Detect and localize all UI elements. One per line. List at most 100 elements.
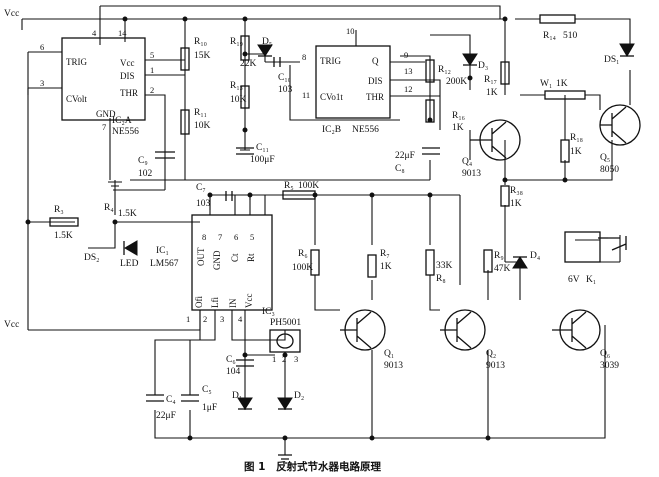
ground-symbols [278, 454, 292, 464]
parts-r19-label: R₁₉ [230, 37, 243, 47]
figure-caption: 图 1 反射式节水器电路原理 [244, 460, 381, 473]
u1-trig-label: TRIG [66, 57, 87, 67]
parts-r5-label: R₅ [284, 181, 294, 191]
u3-p3-label: 3 [220, 314, 224, 324]
ic3-part-label: PH5001 [270, 318, 301, 328]
u2-thr-label: THR [366, 92, 384, 102]
parts-r14v-label: 510 [563, 31, 578, 41]
parts-r12v-label: 200K [446, 77, 467, 87]
vcc-label-top: Vcc [4, 9, 19, 19]
u1-p1-label: 1 [150, 65, 154, 75]
u2-p8-label: 8 [302, 52, 306, 62]
u1-p4-label: 4 [92, 28, 97, 38]
parts-c7-label: C₇ [196, 183, 206, 193]
parts-r16-label: R₁₆ [452, 111, 465, 121]
parts-w1v-label: 1K [556, 79, 568, 89]
ic1-lm567: OUT GND Ct Rt Ofi Lfi IN Vcc 8 7 6 5 1 2… [150, 214, 273, 324]
parts-r3-label: R₃ [54, 205, 64, 215]
u3-ofi-label: Ofi [194, 296, 204, 308]
u3-p6-label: 6 [234, 232, 238, 242]
u3-vcc-label: Vcc [244, 294, 254, 309]
u2-p11-label: 11 [302, 90, 310, 100]
parts-r10v-label: 15K [194, 51, 211, 61]
u1-p6-label: 6 [40, 42, 44, 52]
u3-p5-label: 5 [250, 232, 254, 242]
u2-p10-label: 10 [346, 26, 355, 36]
u1-dis-label: DIS [120, 71, 135, 81]
u3-p8-label: 8 [202, 232, 206, 242]
parts-q4v-label: 9013 [462, 169, 481, 179]
parts-r12-label: R₁₂ [438, 65, 451, 75]
ic3-p2-label: 2 [282, 354, 286, 364]
ic3-name-label: IC₃ [262, 307, 275, 317]
u2-cvolt-label: CVo1t [320, 92, 343, 102]
ic3-ph5001: IC₃ PH5001 1 2 3 [262, 307, 301, 364]
u3-ct-label: Ct [230, 253, 240, 262]
u1-gnd-label: GND [96, 109, 116, 119]
parts-r8-label: R₈ [436, 274, 446, 284]
parts-r6-label: R₆ [298, 249, 308, 259]
u3-name-label: IC₁ [156, 246, 169, 256]
u1-name-label: IC₂A [112, 116, 132, 126]
parts-r7v-label: 1K [380, 262, 392, 272]
u3-p4-label: 4 [238, 314, 243, 324]
parts-w1-label: W₁ [540, 79, 552, 89]
u3-out-label: OUT [196, 247, 206, 266]
wires [21, 5, 631, 455]
parts-ds1-label: DS₁ [604, 55, 619, 65]
parts-d1-label: D₁ [232, 391, 242, 401]
parts-r4-label: R₄ [104, 203, 114, 213]
parts-d4-label: D₄ [530, 251, 540, 261]
u2-p9-label: 9 [404, 50, 408, 60]
parts-r3v-label: 1.5K [54, 231, 73, 241]
u2-name-label: IC₂B [322, 125, 341, 135]
ic2b-ne556: TRIG CVo1t Q DIS THR 10 8 11 9 13 12 IC₂… [302, 26, 413, 135]
parts-d3-label: D₃ [478, 61, 488, 71]
u3-p1-label: 1 [186, 314, 190, 324]
component-labels: Vcc Vcc R₁₀ 15K R₁₁ 10K C₉ 102 R₄ R₁₉ 22… [4, 9, 619, 421]
parts-c5-label: C₅ [202, 385, 212, 395]
parts-q2-label: Q₂ [486, 349, 496, 359]
u3-p2-label: 2 [203, 314, 207, 324]
parts-c9-label: C₉ [138, 156, 148, 166]
u1-p7-label: 7 [102, 122, 106, 132]
diodes [123, 43, 635, 410]
parts-r14-label: R₁₄ [543, 31, 556, 41]
parts-q1v-label: 9013 [384, 361, 403, 371]
parts-c4v-label: 22μF [156, 411, 176, 421]
parts-r13v-label: 10K [230, 95, 247, 105]
parts-c7v-label: 103 [196, 199, 211, 209]
ic3-p3-label: 3 [294, 354, 298, 364]
parts-r17v-label: 1K [486, 88, 498, 98]
parts-ds2-label: DS₂ [84, 253, 99, 263]
parts-r38-label: R₃₈ [510, 186, 523, 196]
u2-p13-label: 13 [404, 66, 413, 76]
parts-r6v-label: 100K [292, 263, 313, 273]
parts-c10v-label: 103 [278, 85, 293, 95]
parts-r38v-label: 1K [510, 199, 522, 209]
parts-d5-label: D₅ [262, 37, 272, 47]
parts-r18v-label: 1K [570, 147, 582, 157]
capacitors [146, 57, 440, 402]
parts-d2-label: D₂ [294, 391, 304, 401]
parts-q5v-label: 8050 [600, 165, 619, 175]
u3-rt-label: Rt [246, 253, 256, 262]
parts-r19v-label: 22K [240, 59, 257, 69]
vcc-label-left: Vcc [4, 320, 19, 330]
parts-r11-label: R₁₁ [194, 108, 207, 118]
u2-q-label: Q [372, 56, 379, 66]
resistors [49, 14, 586, 278]
parts-ledv-label: 1.5K [118, 209, 137, 219]
parts-c5v-label: 1μF [202, 403, 217, 413]
parts-r9-label: R₉ [494, 251, 504, 261]
parts-r18-label: R₁₈ [570, 133, 583, 143]
parts-k1v-label: 6V [568, 275, 580, 285]
parts-led-label: LED [120, 259, 139, 269]
u3-inp-label: IN [228, 298, 238, 308]
u2-p12-label: 12 [404, 84, 413, 94]
transistors [340, 104, 641, 351]
parts-c9v-label: 102 [138, 169, 153, 179]
parts-c8-label: C₈ [395, 164, 405, 174]
